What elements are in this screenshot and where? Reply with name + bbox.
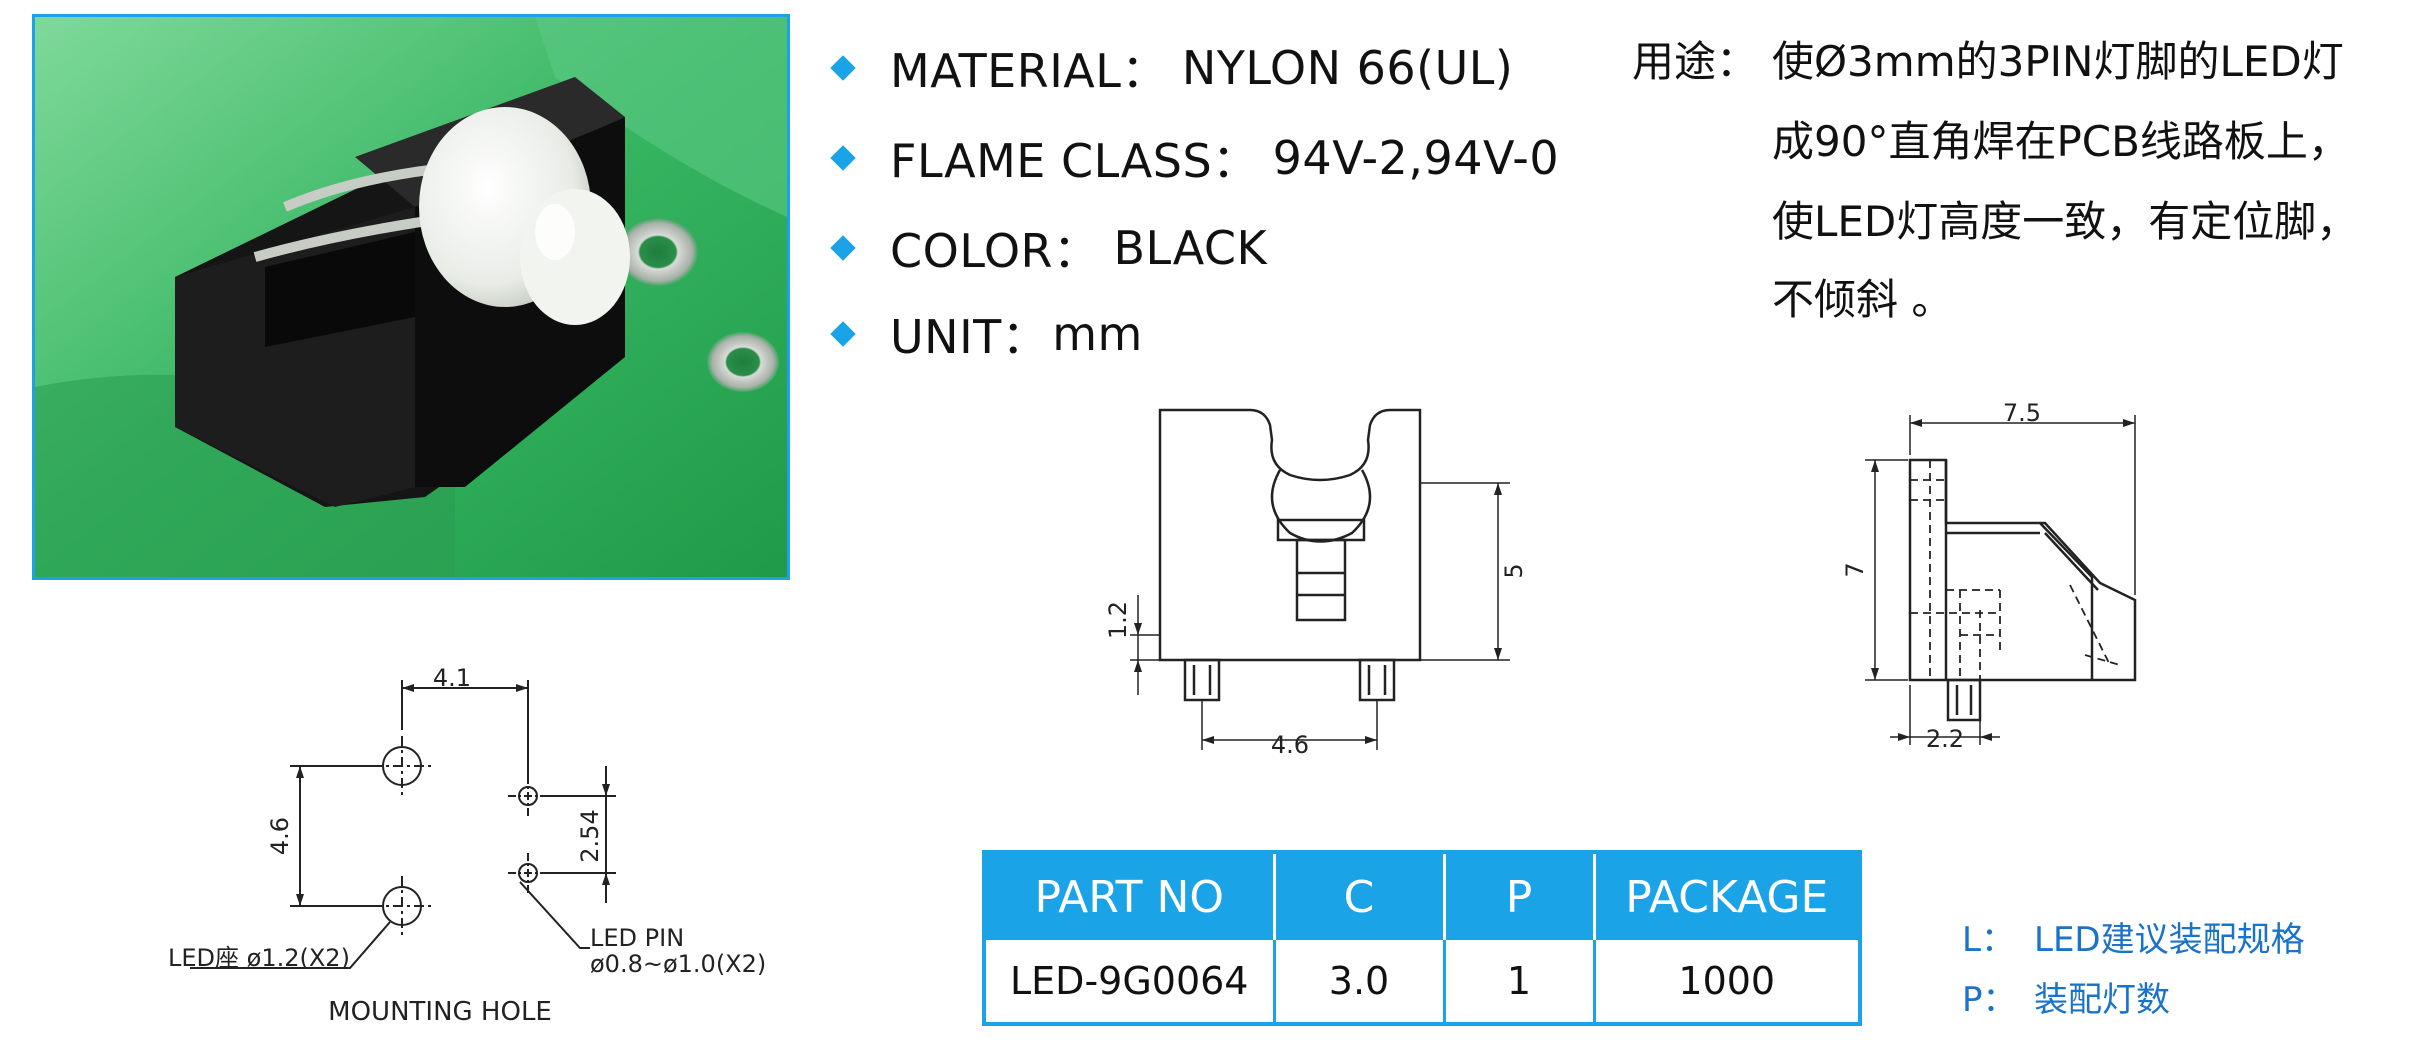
front-view-drawing: 5 1.2 4.6 — [1104, 408, 1528, 759]
usage-line: 使LED灯高度一致，有定位脚， — [1772, 197, 2359, 246]
table-cell: 1000 — [1592, 940, 1860, 1024]
usage-label: 用途： — [1632, 37, 1759, 86]
spec-value: 94V-2,94V-0 — [1272, 131, 1560, 185]
spec-flame-class: FLAME CLASS： 94V-2,94V-0 — [830, 122, 1559, 194]
diamond-bullet-icon — [830, 321, 856, 347]
led-pin-diameter: ø0.8~ø1.0(X2) — [590, 950, 766, 978]
spec-value: mm — [1052, 307, 1143, 361]
table-header-cell: PART NO — [984, 852, 1274, 940]
spec-label: COLOR： — [890, 224, 1100, 278]
dim-label: 5 — [1500, 563, 1528, 578]
table-header-cell: PACKAGE — [1592, 852, 1860, 940]
dim-label: 2.2 — [1926, 725, 1964, 753]
note-text: 装配灯数 — [2034, 980, 2170, 1020]
side-view-drawing: 7.5 7 2.2 — [1841, 399, 2137, 753]
dim-label: 2.54 — [576, 809, 604, 862]
dim-label: 7 — [1841, 562, 1869, 577]
diamond-bullet-icon — [830, 145, 856, 171]
led-holder-photo-illustration — [35, 17, 787, 577]
diamond-bullet-icon — [830, 235, 856, 261]
drawing-title: MOUNTING HOLE — [328, 997, 552, 1027]
note-key: P： — [1962, 980, 2017, 1020]
usage-line: 成90°直角焊在PCB线路板上， — [1772, 117, 2350, 166]
spec-label: FLAME CLASS： — [890, 134, 1259, 188]
spec-unit: UNIT： mm — [830, 298, 1143, 370]
note-l: L： LED建议装配规格 — [1962, 912, 2305, 961]
spec-material: MATERIAL： NYLON 66(UL) — [830, 32, 1513, 104]
spec-value: NYLON 66(UL) — [1181, 41, 1514, 95]
table-header-cell: C — [1272, 852, 1444, 940]
table-header-row: PART NO C P PACKAGE — [984, 852, 1860, 940]
spec-label: UNIT： — [890, 310, 1049, 364]
table-row: LED-9G0064 3.0 1 1000 — [984, 940, 1860, 1024]
note-key: L： — [1962, 920, 2015, 960]
note-text: LED建议装配规格 — [2034, 920, 2305, 960]
led-seat-label: LED座 ø1.2(X2) — [168, 944, 350, 972]
product-photo — [32, 14, 790, 580]
dim-label: 4.6 — [266, 817, 294, 855]
table-cell: 3.0 — [1272, 940, 1444, 1024]
dim-label: 4.6 — [1271, 731, 1309, 759]
spec-color: COLOR： BLACK — [830, 212, 1267, 284]
led-pin-label: LED PIN — [590, 924, 684, 952]
dim-label: 1.2 — [1104, 601, 1132, 639]
dim-label: 4.1 — [433, 664, 471, 692]
table-header-cell: P — [1442, 852, 1594, 940]
usage-line: 不倾斜 。 — [1772, 275, 1954, 324]
spec-value: BLACK — [1113, 221, 1268, 275]
spec-label: MATERIAL： — [890, 44, 1168, 98]
diamond-bullet-icon — [830, 55, 856, 81]
part-table: PART NO C P PACKAGE LED-9G0064 3.0 1 100… — [982, 850, 1862, 1026]
dim-label: 7.5 — [2003, 399, 2041, 427]
usage-line: 使Ø3mm的3PIN灯脚的LED灯 — [1772, 37, 2344, 86]
note-p: P： 装配灯数 — [1962, 972, 2170, 1021]
mounting-hole-drawing: 4.1 4.6 2.54 LED座 ø1.2(X2) LED PIN ø0.8~… — [168, 664, 766, 1027]
table-cell: LED-9G0064 — [984, 940, 1274, 1024]
table-cell: 1 — [1442, 940, 1594, 1024]
